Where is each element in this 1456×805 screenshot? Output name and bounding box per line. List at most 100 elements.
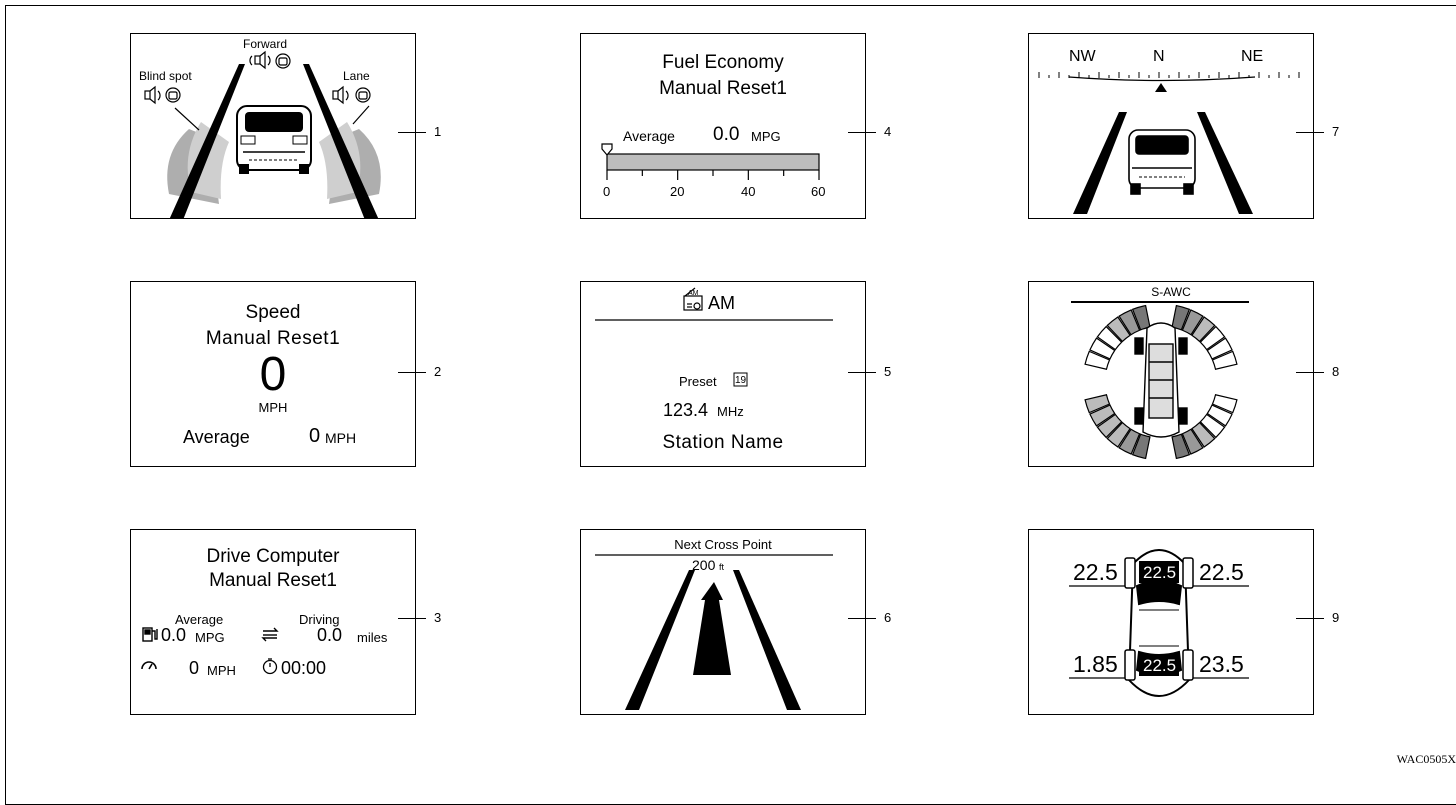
torque-segment	[1131, 433, 1151, 460]
callout-line-4	[848, 132, 876, 133]
road-left-edge	[625, 570, 695, 710]
rear-center-box	[1139, 654, 1179, 676]
forward-label: Forward	[243, 37, 288, 51]
speed-value: 0	[259, 348, 287, 401]
torque-segment	[1084, 350, 1111, 370]
torque-segment	[1181, 309, 1204, 336]
fuel-scale-20: 20	[670, 184, 685, 199]
torque-segment	[1211, 350, 1238, 370]
tire-rear-right: 23.5	[1199, 651, 1244, 677]
radio-icon	[683, 287, 703, 311]
vehicle-chassis-icon	[1134, 322, 1188, 438]
route-arrow-icon	[693, 582, 731, 675]
forward-sensor-icon	[275, 53, 291, 69]
torque-distribution-gauge	[1084, 304, 1238, 460]
speed-average-label: Average	[183, 427, 250, 447]
lane-pointer	[352, 105, 370, 125]
stopwatch-icon	[262, 658, 278, 675]
fuel-average-unit: MPG	[751, 129, 781, 144]
drive-distance-value: 0.0	[317, 625, 343, 645]
drive-distance-unit: miles	[357, 630, 388, 645]
blind-spot-sensor-icon	[165, 87, 181, 103]
preset-label: Preset	[679, 374, 717, 389]
speedometer-icon	[141, 661, 157, 670]
audio-graphic	[595, 287, 833, 387]
callout-line-8	[1296, 372, 1324, 373]
callout-line-2	[398, 372, 426, 373]
speed-subtitle: Manual Reset1	[205, 328, 341, 349]
callout-5: 5	[884, 364, 892, 379]
drive-driving-label: Driving	[299, 612, 340, 627]
driver-assist-graphic	[144, 50, 381, 218]
tire-rear-center: 22.5	[1143, 656, 1177, 675]
callout-7: 7	[1332, 124, 1340, 139]
road-right-edge	[733, 570, 801, 710]
frequency-value: 123.4	[663, 400, 709, 420]
tire-front-right: 22.5	[1199, 559, 1244, 585]
speed-title: Speed	[245, 302, 301, 323]
torque-segment	[1191, 421, 1216, 448]
callout-line-3	[398, 618, 426, 619]
callout-line-1	[398, 132, 426, 133]
heading-pointer-icon	[1155, 83, 1167, 92]
figure-code: WAC0505X	[1396, 752, 1456, 766]
forward-sound-icon	[249, 50, 271, 70]
tire-markers	[1124, 557, 1194, 681]
speed-average-value: 0	[309, 425, 321, 447]
callout-9: 9	[1332, 610, 1340, 625]
torque-segment	[1206, 404, 1233, 427]
torque-segment	[1089, 337, 1116, 360]
fuel-average-label: Average	[623, 128, 675, 144]
panel-speed: Speed Manual Reset1 0 MPH Average 0 MPH	[130, 281, 416, 467]
heading-n: N	[1153, 48, 1165, 65]
cross-point-unit: ft	[719, 562, 725, 572]
fuel-scale-60: 60	[811, 184, 826, 199]
drive-computer-subtitle: Manual Reset1	[209, 570, 337, 591]
frequency-unit: MHz	[717, 404, 744, 419]
blind-spot-label: Blind spot	[139, 69, 192, 83]
torque-segment	[1199, 325, 1226, 351]
compass-scale	[1038, 72, 1300, 82]
drive-fuel-value: 0.0	[161, 625, 187, 645]
callout-3: 3	[434, 610, 442, 625]
navigation-title: Next Cross Point	[674, 537, 772, 552]
torque-segment	[1118, 309, 1141, 336]
torque-segment	[1096, 325, 1123, 351]
panel-driver-assist: Forward Blind spot Lane	[130, 33, 416, 219]
sawc-title: S-AWC	[1151, 285, 1191, 299]
callout-6: 6	[884, 610, 892, 625]
torque-segment	[1191, 316, 1216, 343]
tire-front-left: 22.5	[1073, 559, 1118, 585]
fuel-average-value: 0.0	[713, 124, 740, 145]
panel-navigation: Next Cross Point 200 ft	[580, 529, 866, 715]
station-name: Station Name	[662, 432, 784, 453]
tire-pressure-graphic	[1069, 549, 1249, 697]
drive-fuel-unit: MPG	[195, 630, 225, 645]
distance-icon	[261, 627, 279, 642]
callout-1: 1	[434, 124, 442, 139]
blind-spot-pointer	[174, 107, 200, 131]
lane-line-left	[1073, 112, 1127, 214]
fuel-pump-icon	[142, 627, 158, 642]
torque-segment	[1106, 316, 1131, 343]
tire-front-center: 22.5	[1143, 563, 1177, 582]
torque-segment	[1199, 413, 1226, 439]
drive-time-value: 00:00	[281, 658, 327, 678]
fuel-scale-40: 40	[741, 184, 756, 199]
fuel-gauge	[601, 143, 820, 180]
preset-number-box	[733, 372, 748, 387]
front-center-box	[1139, 561, 1179, 583]
fuel-gauge-pointer	[601, 143, 613, 156]
fuel-gauge-bar	[606, 153, 820, 171]
callout-4: 4	[884, 124, 892, 139]
drive-computer-icons	[141, 627, 279, 675]
callout-line-5	[848, 372, 876, 373]
callout-line-9	[1296, 618, 1324, 619]
callout-8: 8	[1332, 364, 1340, 379]
drive-speed-value: 0	[189, 658, 200, 678]
panel-audio: AM AM Preset 19 123.4 MHz Station Name	[580, 281, 866, 467]
panel-fuel-economy: Fuel Economy Manual Reset1 Average 0.0 M…	[580, 33, 866, 219]
torque-segment	[1096, 413, 1123, 439]
heading-ne: NE	[1241, 48, 1264, 65]
torque-segment	[1211, 394, 1238, 414]
